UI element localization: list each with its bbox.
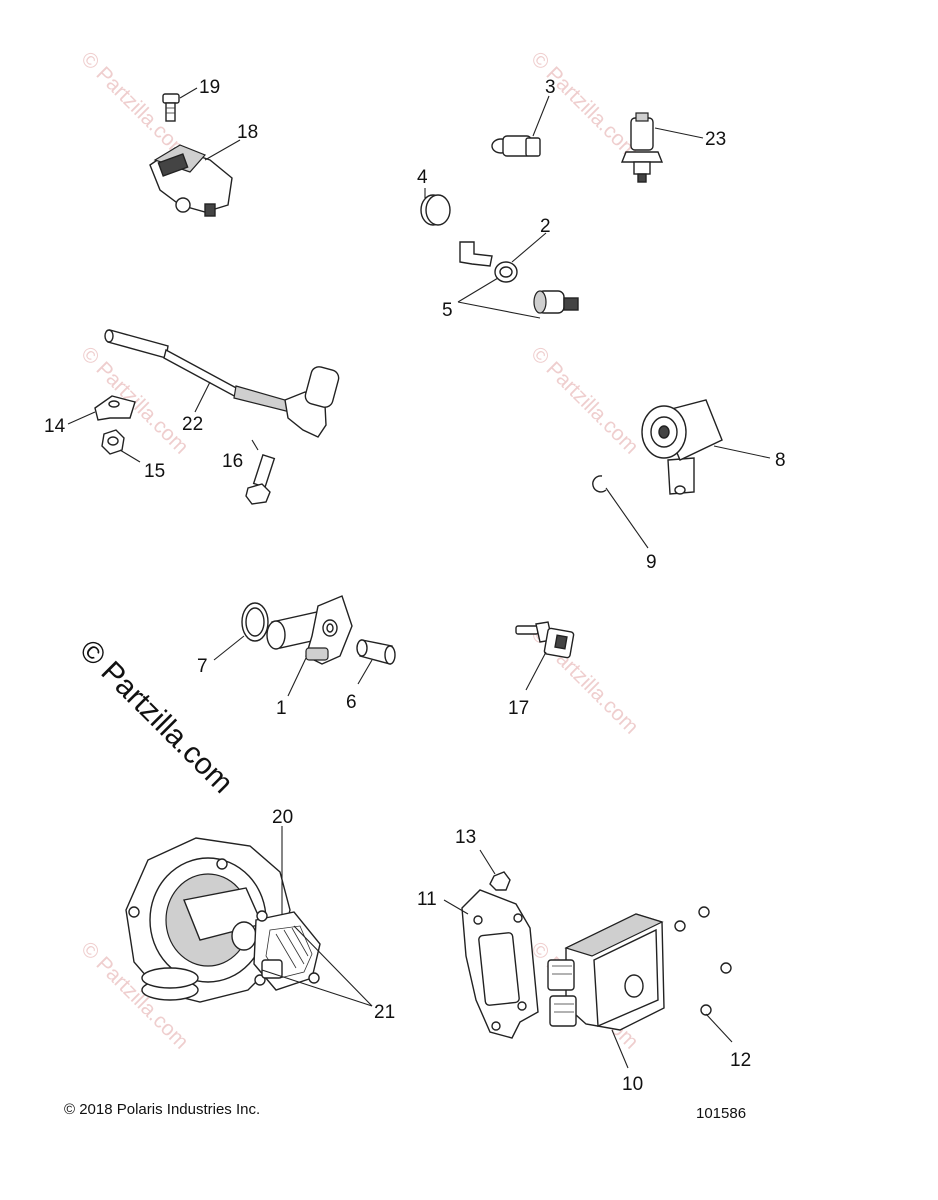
- watermark-large: © Partzilla.com: [73, 634, 239, 800]
- callout-23: 23: [705, 129, 726, 150]
- callout-3: 3: [545, 77, 556, 98]
- watermark: © Partzilla.com: [526, 47, 642, 163]
- callout-6: 6: [346, 692, 357, 713]
- part-20-throttle-body[interactable]: [125, 826, 373, 1007]
- callout-1: 1: [276, 698, 287, 719]
- part-12-screws[interactable]: [674, 906, 733, 1043]
- callout-10: 10: [622, 1074, 643, 1095]
- callout-9: 9: [646, 552, 657, 573]
- callout-15: 15: [144, 461, 165, 482]
- part-23-pressure-switch[interactable]: [620, 112, 704, 183]
- callout-2: 2: [540, 216, 551, 237]
- part-1-cam-position-sensor[interactable]: [266, 595, 353, 697]
- callout-19: 19: [199, 77, 220, 98]
- copyright-notice: © 2018 Polaris Industries Inc.: [64, 1101, 260, 1118]
- callout-12: 12: [730, 1050, 751, 1071]
- callout-14: 14: [44, 416, 66, 437]
- part-18-map-sensor[interactable]: [149, 139, 241, 217]
- watermark: © Partzilla.com: [526, 342, 642, 458]
- part-7-o-ring[interactable]: [213, 602, 269, 661]
- part-15-nut[interactable]: [101, 429, 141, 463]
- callout-11: 11: [417, 889, 437, 910]
- part-4-cap[interactable]: [420, 188, 451, 226]
- part-17-temperature-sensor[interactable]: [515, 621, 575, 691]
- part-6-dowel-pin[interactable]: [356, 639, 396, 685]
- part-3-plug[interactable]: [491, 95, 550, 157]
- part-9-retaining-clip[interactable]: [592, 475, 649, 549]
- part-10-ecu[interactable]: [547, 913, 665, 1069]
- callout-18: 18: [237, 122, 258, 143]
- callout-21: 21: [374, 1002, 395, 1023]
- part-16-bolt[interactable]: [245, 439, 276, 505]
- part-2-washer[interactable]: [494, 232, 547, 283]
- part-5-sensor-and-clip[interactable]: [457, 241, 579, 319]
- callout-16: 16: [222, 451, 243, 472]
- part-8-knock-sensor[interactable]: [641, 399, 771, 495]
- callout-20: 20: [272, 807, 293, 828]
- callout-8: 8: [775, 450, 786, 471]
- callout-13: 13: [455, 827, 476, 848]
- callout-17: 17: [508, 698, 529, 719]
- callout-4: 4: [417, 167, 428, 188]
- part-19-bolt[interactable]: [162, 87, 198, 122]
- part-13-screw[interactable]: [479, 849, 511, 891]
- part-11-ecu-bracket[interactable]: [443, 889, 539, 1039]
- part-22-speed-sensor[interactable]: [104, 329, 340, 438]
- diagram-id: 101586: [696, 1105, 746, 1122]
- callout-22: 22: [182, 414, 203, 435]
- callout-5: 5: [442, 300, 453, 321]
- part-14-bracket[interactable]: [67, 395, 136, 425]
- callout-7: 7: [197, 656, 208, 677]
